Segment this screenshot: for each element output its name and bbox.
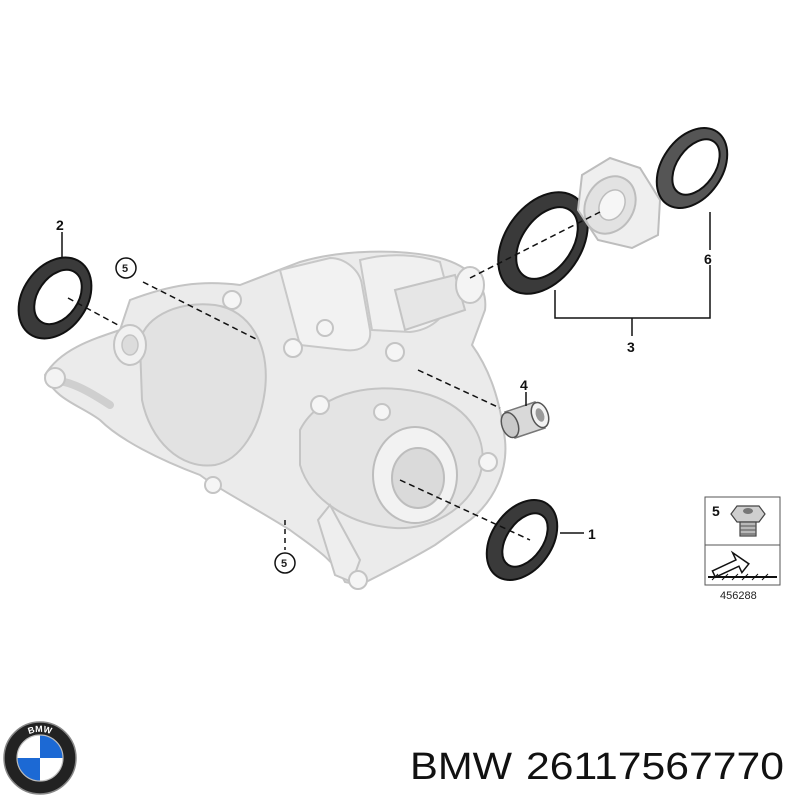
leader-lines: [61, 211, 711, 550]
seal-set-3-ring: [497, 191, 589, 295]
callout-label-1: 1: [588, 526, 596, 542]
inset-box: 5 456288: [704, 496, 781, 602]
callout-label-4: 4: [520, 377, 528, 393]
callout-circle-5-bottom: 5: [274, 552, 296, 574]
callout-label-5-top: 5: [122, 263, 128, 275]
flange-nut: [576, 156, 662, 250]
direction-arrow-icon: [708, 550, 777, 581]
bmw-logo-text: BMW: [27, 724, 54, 736]
dust-cap-part-6: [655, 127, 729, 209]
inset-part-number: 5: [712, 503, 720, 519]
callout-label-6: 6: [704, 251, 712, 267]
callout-label-3: 3: [627, 339, 635, 355]
seal-part-1: [485, 499, 559, 581]
sleeve-part-4: [500, 401, 550, 439]
callout-circle-5-top: 5: [115, 257, 137, 279]
callout-label-5-bottom: 5: [281, 558, 287, 570]
seal-part-2: [17, 256, 93, 340]
differential-housing: [43, 250, 507, 590]
part-number-caption: 26117567770: [526, 746, 784, 788]
drain-plug-icon: [730, 505, 766, 537]
diagram-id: 456288: [720, 590, 757, 602]
callout-label-2: 2: [56, 217, 64, 233]
bmw-logo-icon: BMW: [3, 721, 77, 795]
brand-caption: BMW: [410, 746, 512, 788]
